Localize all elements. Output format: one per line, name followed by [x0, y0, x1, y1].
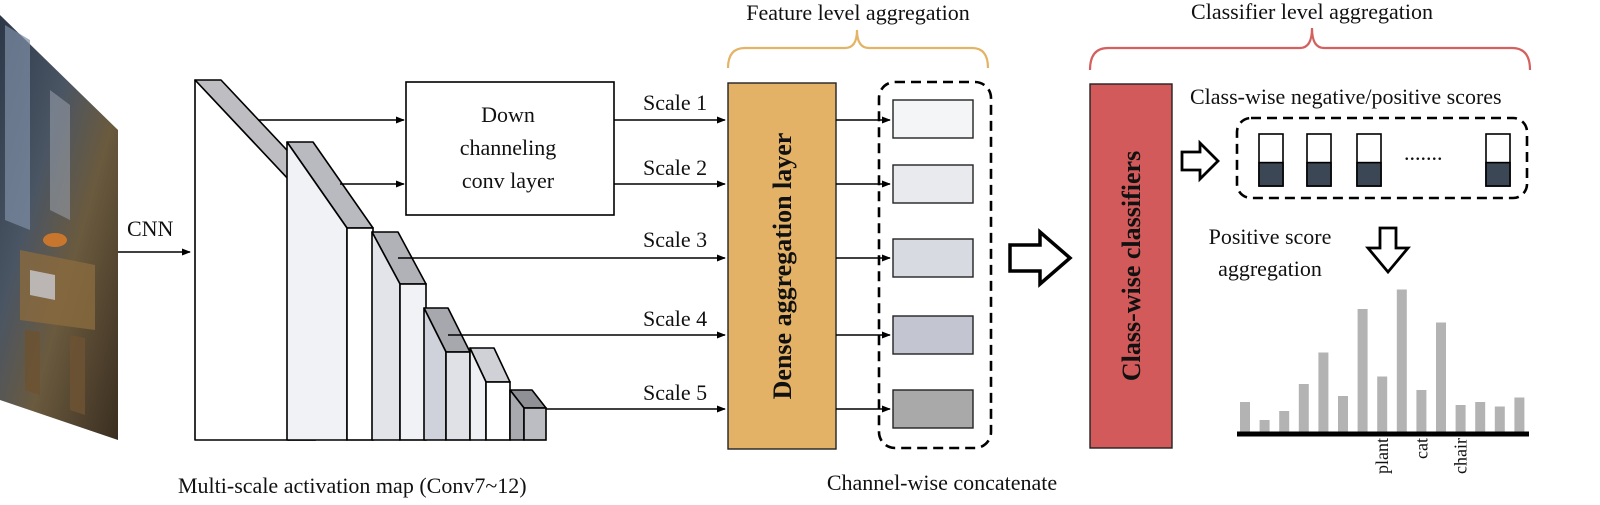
histogram-bar-14	[1494, 406, 1505, 432]
hollow-arrow-small-icon	[1180, 139, 1220, 183]
down-channeling-line2: channeling	[460, 135, 557, 160]
histogram: plant cat chair	[1240, 289, 1525, 474]
scale-3-label: Scale 3	[643, 227, 707, 252]
histogram-label-chair: chair	[1451, 438, 1471, 474]
activation-maps	[194, 79, 547, 441]
multi-scale-label: Multi-scale activation map (Conv7~12)	[178, 473, 527, 498]
feature-box-4	[892, 315, 974, 355]
histogram-bar-13	[1475, 402, 1486, 432]
down-channeling-line1: Down	[481, 102, 535, 127]
histogram-bar-4	[1298, 384, 1309, 432]
histogram-bar-5	[1318, 352, 1329, 432]
class-scores-label: Class-wise negative/positive scores	[1190, 84, 1502, 109]
scale-2-label: Scale 2	[643, 155, 707, 180]
dense-aggregation-layer	[727, 82, 837, 450]
class-wise-classifiers-label: Class-wise classifiers	[1117, 151, 1146, 381]
scale-4-label: Scale 4	[643, 306, 707, 331]
activation-map-4-side	[445, 351, 471, 441]
histogram-bar-8	[1377, 376, 1388, 432]
histogram-bar-15	[1514, 397, 1525, 432]
activation-map-5-side	[485, 381, 511, 441]
activation-map-1-face	[194, 79, 290, 441]
feature-level-label: Feature level aggregation	[746, 0, 970, 25]
activation-map-2-side	[346, 227, 374, 441]
feature-box-2	[892, 164, 974, 204]
score-cell-1-negative-fill	[1258, 161, 1284, 187]
score-cell-3-negative-fill	[1356, 161, 1382, 187]
classifier-level-bracket	[1088, 27, 1532, 71]
histogram-bar-9	[1396, 289, 1407, 432]
score-cells	[1258, 133, 1511, 187]
channel-concat-label: Channel-wise concatenate	[827, 470, 1057, 495]
histogram-label-cat: cat	[1411, 438, 1431, 459]
positive-score-label-line1: Positive score	[1209, 224, 1332, 249]
histogram-bar-3	[1279, 411, 1290, 432]
scale-1-label: Scale 1	[643, 90, 707, 115]
input-image	[0, 15, 118, 440]
score-cell-4-negative-fill	[1485, 161, 1511, 187]
score-ellipsis: .......	[1404, 140, 1443, 165]
activation-map-6-side	[523, 407, 547, 441]
class-wise-classifiers	[1089, 83, 1173, 449]
histogram-label-plant: plant	[1372, 438, 1392, 474]
feature-box-5	[892, 389, 974, 429]
histogram-bar-6	[1338, 396, 1348, 432]
classifier-level-label: Classifier level aggregation	[1191, 0, 1433, 24]
histogram-bar-12	[1455, 405, 1466, 432]
scale-5-label: Scale 5	[643, 380, 707, 405]
positive-score-label-line2: aggregation	[1218, 256, 1322, 281]
histogram-bar-11	[1436, 322, 1446, 432]
feature-box-1	[892, 99, 974, 139]
histogram-bar-7	[1357, 309, 1368, 432]
hollow-arrow-down-icon	[1365, 226, 1411, 275]
activation-map-3-side	[399, 283, 427, 441]
hollow-arrow-right-icon	[1008, 228, 1073, 288]
feature-level-bracket	[726, 29, 990, 69]
cnn-label: CNN	[127, 216, 174, 241]
score-container	[1235, 116, 1529, 200]
down-channeling-line3: conv layer	[462, 168, 555, 193]
concat-container	[877, 80, 993, 450]
score-cell-2-negative-fill	[1306, 161, 1332, 187]
down-channeling-box	[405, 81, 615, 216]
histogram-bar-2	[1259, 420, 1270, 432]
histogram-bar-1	[1240, 402, 1250, 432]
dense-aggregation-label: Dense aggregation layer	[768, 133, 797, 400]
feature-box-3	[892, 238, 974, 278]
histogram-bar-10	[1416, 390, 1427, 432]
